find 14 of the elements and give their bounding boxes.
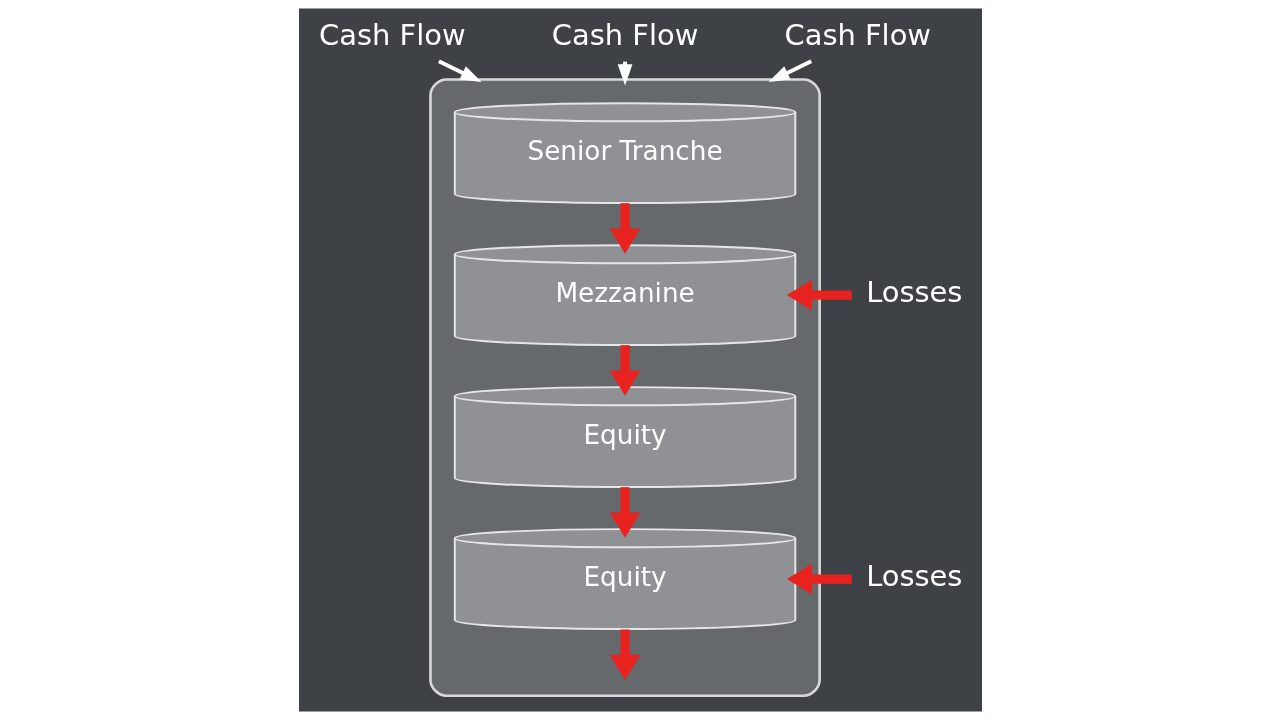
node-text: Cash Flow [784,17,931,52]
node-text: Losses [865,275,962,310]
arrow [609,203,640,254]
arrow [609,629,640,680]
node-text: Cash Flow [318,17,466,52]
arrow [609,487,640,538]
cluster [428,78,821,698]
arrow [437,59,482,83]
node-text: Losses [865,559,962,594]
arrow [768,59,812,83]
arrow [786,563,852,595]
arrow [609,345,640,396]
arrow [786,279,852,311]
node-text: Cash Flow [551,17,698,52]
